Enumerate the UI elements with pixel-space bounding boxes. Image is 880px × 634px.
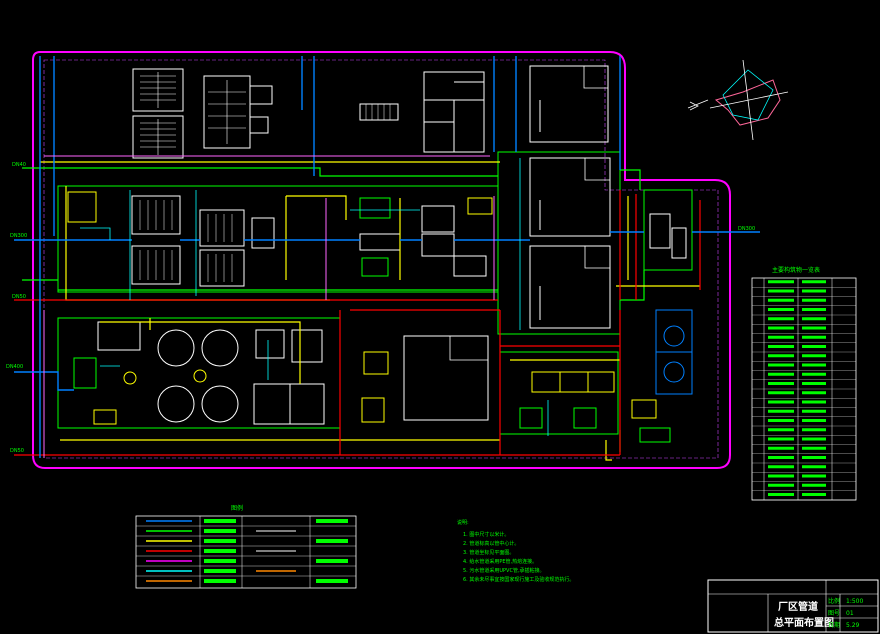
table-cell-mark [768, 446, 794, 450]
outlet-label-1: DN400 [6, 364, 23, 370]
sedimentation-tanks [529, 157, 611, 329]
table-cell-mark [768, 372, 794, 376]
table-cell-mark [768, 280, 794, 284]
table-cell-mark [802, 289, 826, 293]
sheet-number-value: 01 [846, 610, 854, 617]
table-cell-mark [802, 456, 826, 459]
drawing-title-line2: 总平面布置图 [774, 616, 834, 629]
table-cell-mark [768, 456, 794, 459]
table-cell-mark [802, 382, 826, 385]
table-cell-mark [768, 345, 794, 348]
site-boundary [32, 51, 731, 469]
table-cell-mark [768, 298, 794, 302]
table-cell-mark [768, 335, 794, 339]
table-cell-mark [768, 493, 794, 496]
table-cell-mark [802, 298, 826, 302]
table-cell-mark [768, 326, 794, 330]
sheet-number-label: 图号 [828, 610, 840, 617]
inlet-label-1: DN40 [12, 162, 26, 168]
storm-pipes [14, 190, 701, 456]
top-buildings [132, 65, 609, 159]
table-cell-mark [768, 317, 794, 321]
note-line: 1. 图中尺寸以米计。 [463, 531, 509, 538]
structures-table-title: 主要构筑物一览表 [772, 266, 820, 274]
table-cell-mark [802, 363, 826, 367]
date-label: 日期 [828, 621, 840, 629]
table-cell-mark [802, 419, 826, 422]
inlet-label-3: DN50 [12, 294, 26, 300]
scale-label: 比例 [828, 597, 840, 605]
table-cell-mark [802, 354, 826, 358]
table-cell-mark [802, 317, 826, 321]
design-notes: 说明: 1. 图中尺寸以米计。 2. 管道标高以管中心计。 3. 管道坐标见平面… [457, 519, 574, 583]
table-cell-mark [768, 428, 794, 432]
table-cell-mark [768, 363, 794, 367]
table-cell-mark [802, 409, 826, 413]
legend-table: 图例 [135, 504, 357, 589]
table-cell-mark [802, 446, 826, 450]
table-cell-mark [768, 354, 794, 358]
table-cell-mark [768, 474, 794, 478]
table-cell-mark [802, 280, 826, 284]
scale-value: 1:500 [846, 598, 863, 605]
table-cell-mark [768, 409, 794, 413]
note-line: 6. 其余未尽事宜按国家现行施工及验收规范执行。 [463, 576, 574, 583]
table-cell-mark [802, 493, 826, 496]
table-cell-mark [802, 465, 826, 469]
wind-rose-icon [687, 59, 789, 141]
table-cell-mark [802, 483, 826, 487]
process-pipes [14, 56, 760, 458]
table-cell-mark [802, 335, 826, 339]
table-cell-mark [768, 308, 794, 311]
digestion-tanks [73, 321, 325, 425]
table-cell-mark [768, 465, 794, 469]
water-pipes [22, 167, 645, 452]
right-facilities [519, 189, 693, 443]
gas-pipes [43, 155, 495, 458]
note-line: 4. 给水管道采用PE管,热熔连接。 [463, 558, 537, 565]
outlet-label-2: DN50 [10, 448, 24, 454]
structures-table-rows [752, 280, 856, 501]
structures-table: 主要构筑物一览表 [751, 266, 857, 501]
date-value: 5.29 [846, 622, 860, 629]
table-cell-mark [768, 419, 794, 422]
table-cell-mark [802, 326, 826, 330]
table-cell-mark [768, 400, 794, 404]
table-cell-mark [768, 391, 794, 395]
table-cell-mark [802, 437, 826, 441]
table-cell-mark [768, 483, 794, 487]
table-cell-mark [802, 474, 826, 478]
title-block: 厂区管道 总平面布置图 比例 图号 日期 1:500 01 5.29 [707, 579, 879, 633]
table-cell-mark [768, 289, 794, 293]
notes-title: 说明: [457, 519, 469, 526]
table-cell-mark [802, 391, 826, 395]
process-units [67, 191, 493, 287]
drawing-title-line1: 厂区管道 [778, 600, 818, 613]
note-line: 5. 污水管道采用UPVC管,承插粘接。 [463, 567, 545, 574]
note-line: 2. 管道标高以管中心计。 [463, 540, 519, 547]
table-cell-mark [802, 308, 826, 311]
table-cell-mark [768, 437, 794, 441]
branch-pipes [80, 158, 549, 436]
sewage-pipes [40, 161, 700, 461]
legend-title: 图例 [231, 504, 243, 512]
outlet-label-right: DN300 [738, 226, 755, 232]
inlet-label-2: DN300 [10, 233, 27, 239]
table-cell-mark [768, 382, 794, 385]
table-cell-mark [802, 428, 826, 432]
table-cell-mark [802, 345, 826, 348]
pipe-labels: DN40 DN300 DN50 DN400 DN50 DN300 [6, 162, 755, 454]
note-line: 3. 管道坐标见平面图。 [463, 549, 514, 556]
table-cell-mark [802, 400, 826, 404]
storage-building [361, 335, 489, 423]
table-cell-mark [802, 372, 826, 376]
